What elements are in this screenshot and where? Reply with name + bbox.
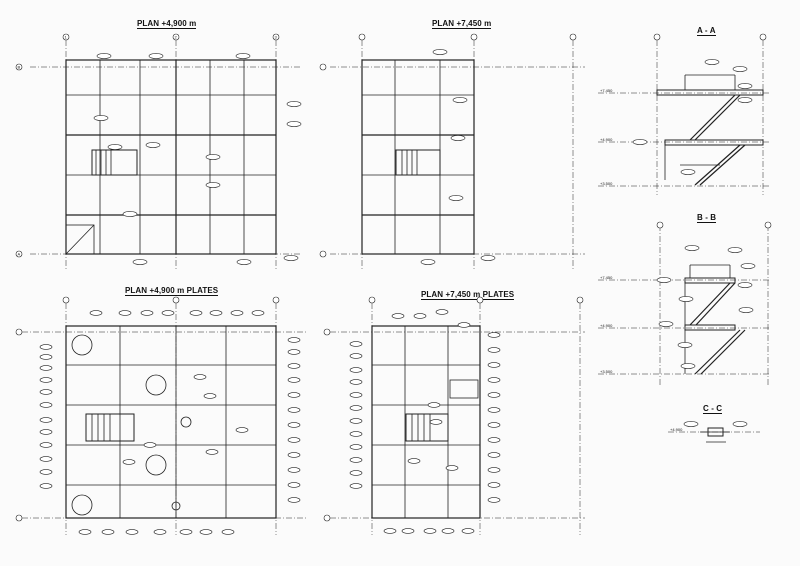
section-bb-title: B - B xyxy=(697,213,717,223)
level-aa-3500: +3,500 xyxy=(600,181,613,186)
level-bb-4900: +4,900 xyxy=(600,323,613,328)
section-bb-bubbles xyxy=(656,221,772,369)
level-cc-4900: +4,900 xyxy=(670,427,683,432)
section-aa-title: A - A xyxy=(697,26,716,36)
level-aa-7450: +7,450 xyxy=(600,88,613,93)
grid-row-a: A xyxy=(18,252,21,257)
plan-7450-bubbles xyxy=(319,33,577,265)
plan-7450-plates-title: PLAN +7,450 m PLATES xyxy=(421,290,515,300)
plan-4900-title: PLAN +4,900 m xyxy=(137,19,197,29)
grid-col-2: 2 xyxy=(175,35,178,40)
plan-4900-plates-bubbles xyxy=(15,296,301,535)
level-bb-7450: +7,450 xyxy=(600,275,613,280)
section-cc-bubbles xyxy=(683,421,748,427)
section-bb xyxy=(598,225,770,385)
section-cc xyxy=(668,427,760,443)
level-bb-3500: +3,500 xyxy=(600,369,613,374)
level-aa-4900: +4,900 xyxy=(600,137,613,142)
plan-4900-plates-title: PLAN +4,900 m PLATES xyxy=(125,286,219,296)
section-aa-bubbles xyxy=(632,33,767,175)
section-cc-title: C - C xyxy=(703,404,723,414)
section-aa xyxy=(598,40,770,195)
plan-7450-plates-bubbles xyxy=(323,296,584,534)
grid-col-3: 3 xyxy=(275,35,278,40)
plan-7450-plates xyxy=(330,303,585,535)
grid-col-1: 1 xyxy=(65,35,68,40)
plan-7450-title: PLAN +7,450 m xyxy=(432,19,492,29)
plan-4900-plates xyxy=(22,303,308,535)
plan-7450-framing xyxy=(330,40,585,270)
plan-4900-framing xyxy=(30,40,300,270)
plan-4900-bubbles xyxy=(15,33,302,265)
grid-row-b: B xyxy=(18,65,21,70)
